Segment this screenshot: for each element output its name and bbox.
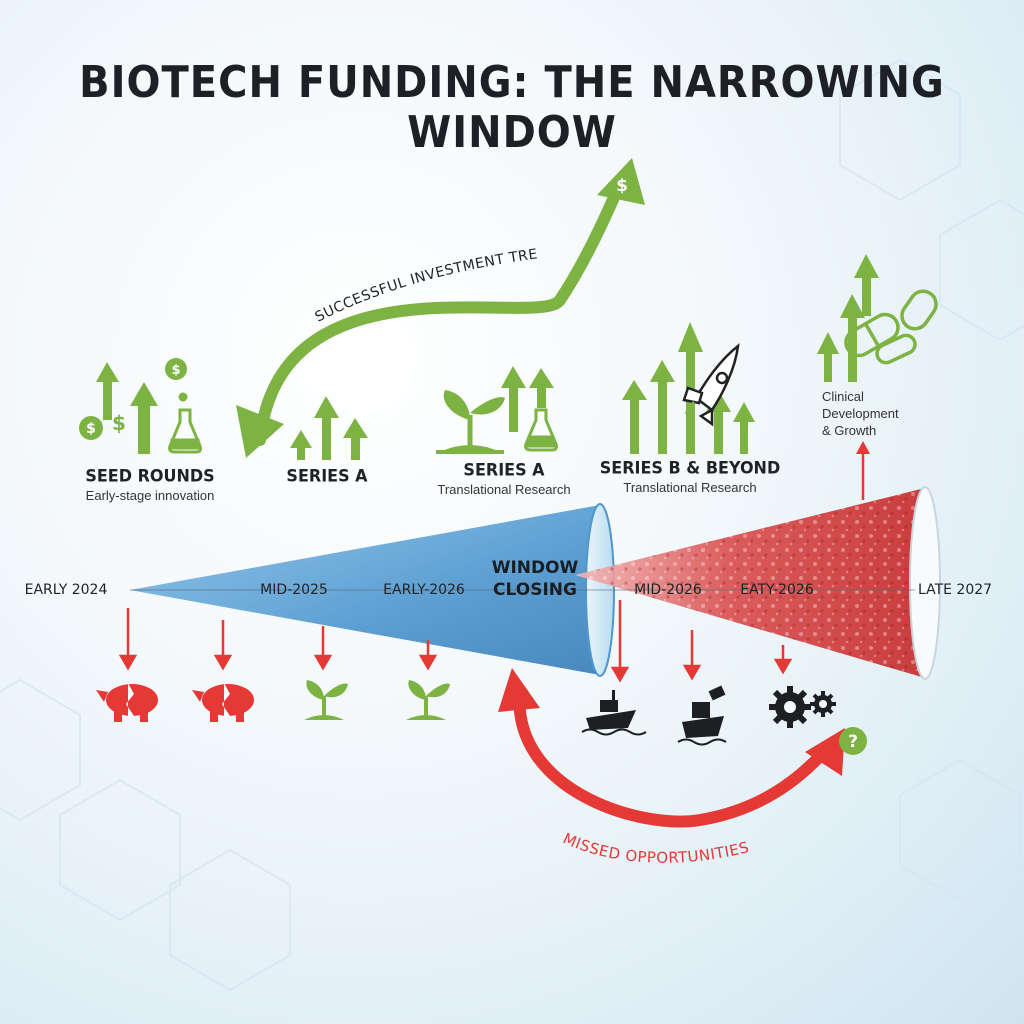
stage-label-series-a: SERIES A [286, 465, 368, 486]
sinking-ship-icon [677, 685, 727, 746]
stage-label-series-b: SERIES B & BEYOND [599, 457, 781, 478]
trend-arrowhead-bottom [236, 405, 284, 458]
series-a-growth-icon [290, 396, 368, 460]
sinking-ship-icon [581, 690, 647, 736]
rocket-icon [682, 343, 740, 427]
sprout-icon [304, 680, 348, 720]
sprout-icon [406, 680, 450, 720]
broken-piggy-bank-icon [96, 683, 158, 722]
coin-icon: $ $ $ [79, 358, 187, 440]
svg-text:$: $ [86, 421, 96, 437]
timeline-label-late-2027: LATE 2027 [917, 582, 993, 598]
timeline-label-eaty-2026: EATY-2026 [740, 582, 814, 598]
timeline-label-early-2026: EARLY-2026 [383, 582, 465, 598]
red-cone-mouth [909, 486, 941, 680]
stage-label-seed: SEED ROUNDS [85, 465, 215, 486]
missed-opportunities-arrow [513, 684, 836, 828]
pill-capsule-icon [844, 289, 938, 365]
flask-icon [524, 408, 559, 452]
svg-text:$: $ [616, 176, 628, 196]
seed-growth-icon [96, 362, 158, 454]
stage-sub-seed: Early-stage innovation [85, 488, 215, 503]
sprout-icon [436, 390, 505, 454]
gears-icon [769, 686, 836, 728]
window-closing-label: WINDOW CLOSING [491, 558, 579, 600]
svg-text:MISSED OPPORTUNITIES: MISSED OPPORTUNITIES [560, 829, 751, 867]
timeline-label-early-2024: EARLY 2024 [24, 582, 108, 598]
trend-label: SUCCESSFUL INVESTMENT TREND [0, 0, 538, 326]
svg-text:?: ? [848, 732, 858, 752]
investment-trend-arrow [254, 182, 624, 446]
timeline-label-mid-2026: MID-2026 [634, 582, 702, 598]
stage-label-series-a-translational: SERIES A [463, 459, 545, 480]
question-icon: ? [839, 727, 867, 755]
flask-icon [168, 392, 202, 454]
stage-sub-series-b: Translational Research [623, 480, 757, 495]
stage-sub-series-a-translational: Translational Research [437, 482, 571, 497]
svg-text:SUCCESSFUL INVESTMENT TREND: SUCCESSFUL INVESTMENT TREND [0, 0, 539, 326]
series-a2-growth-icon [501, 366, 554, 432]
timeline-label-mid-2025: MID-2025 [260, 582, 328, 598]
svg-text:$: $ [171, 363, 180, 378]
page-title: BIOTECH FUNDING: THE NARROWING WINDOW [79, 58, 945, 158]
stage-sub-clinical: Clinical Development & Growth [822, 389, 899, 438]
trend-arrowhead-top [597, 158, 645, 205]
broken-piggy-bank-icon [192, 683, 254, 722]
svg-text:$: $ [112, 411, 126, 435]
down-arrows [118, 600, 793, 683]
clinical-growth-icon [817, 254, 879, 382]
missed-opportunities-label: MISSED OPPORTUNITIES [560, 829, 750, 867]
